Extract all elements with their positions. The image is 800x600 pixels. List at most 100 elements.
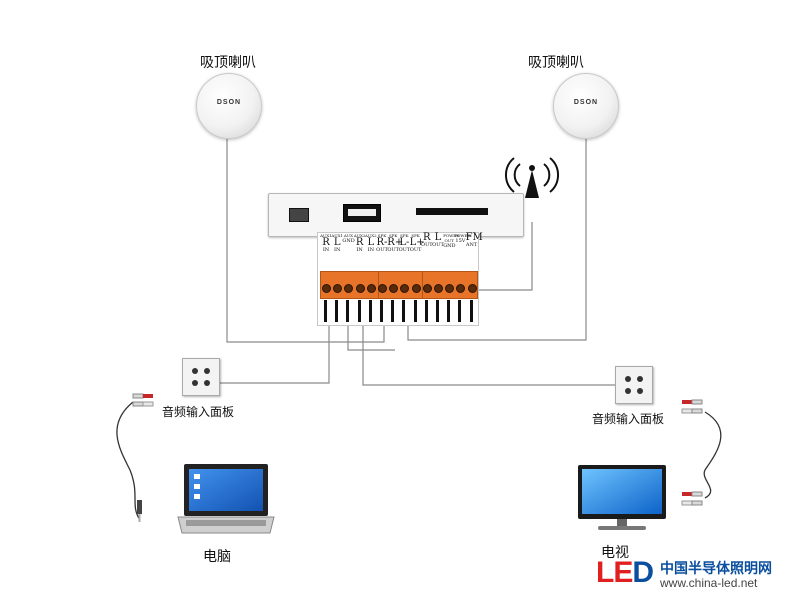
tv-label: 电视 bbox=[601, 545, 629, 561]
right-audio-cable bbox=[703, 411, 722, 499]
terminal-group: AUX2 bbox=[364, 233, 377, 238]
terminal-screw[interactable] bbox=[389, 284, 399, 293]
audio-jack-icon bbox=[137, 500, 142, 522]
terminal-pin bbox=[469, 300, 473, 322]
terminal-group: AUX2 bbox=[353, 233, 366, 238]
terminal-screw[interactable] bbox=[434, 284, 443, 293]
amplifier-module-faceplate bbox=[268, 193, 524, 237]
terminal-screw[interactable] bbox=[467, 284, 477, 293]
terminal-type: 15V bbox=[455, 238, 466, 244]
terminal-group: AUX1 bbox=[331, 233, 344, 238]
terminal-pin bbox=[413, 300, 417, 322]
terminal-screw[interactable] bbox=[422, 284, 432, 293]
terminal-group: AUX bbox=[343, 233, 353, 238]
terminal-type: OUT bbox=[387, 247, 400, 253]
speaker-brand: DSON bbox=[573, 99, 599, 106]
left-speaker-label: 吸顶喇叭 bbox=[200, 55, 256, 71]
tv-icon bbox=[578, 465, 666, 530]
terminal-pin bbox=[436, 300, 439, 322]
laptop-label: 电脑 bbox=[203, 549, 231, 565]
terminal-pin bbox=[424, 300, 428, 322]
terminal-type: IN bbox=[356, 247, 363, 253]
terminal-pin bbox=[324, 300, 327, 322]
terminal-type: GND bbox=[443, 243, 456, 249]
left-rca-plugs bbox=[132, 393, 154, 407]
terminal-pin bbox=[380, 300, 383, 322]
left-panel-wire bbox=[218, 300, 330, 384]
rj-port-icon bbox=[289, 208, 309, 222]
site-url: www.china-led.net bbox=[660, 576, 758, 590]
terminal-name: L+ bbox=[409, 237, 425, 248]
sd-card-slot-icon bbox=[416, 208, 488, 215]
terminal-screw[interactable] bbox=[445, 284, 455, 293]
terminal-pin bbox=[357, 300, 361, 322]
left-audio-input-panel bbox=[182, 358, 220, 396]
terminal-group: SPK bbox=[411, 233, 420, 238]
right-speaker-label: 吸顶喇叭 bbox=[528, 55, 584, 71]
terminal-screw[interactable] bbox=[355, 284, 365, 293]
usb-port-icon bbox=[343, 204, 381, 222]
terminal-group: AUX1 bbox=[320, 233, 332, 238]
terminal-screw[interactable] bbox=[333, 284, 343, 293]
right-ceiling-speaker: DSON bbox=[553, 73, 619, 139]
terminal-name: FM bbox=[465, 232, 483, 243]
terminal-screw[interactable] bbox=[411, 284, 421, 293]
terminal-name: L- bbox=[399, 237, 410, 248]
terminal-type: GND bbox=[342, 238, 355, 244]
terminal-type: OUT bbox=[376, 247, 388, 253]
terminal-name: R bbox=[423, 232, 431, 243]
terminal-group: POWER bbox=[454, 233, 471, 238]
logo-letter-d: D bbox=[632, 556, 654, 589]
terminal-screw[interactable] bbox=[456, 284, 466, 293]
terminal-screw[interactable] bbox=[378, 284, 387, 293]
terminal-screw[interactable] bbox=[366, 284, 376, 293]
terminal-pin bbox=[368, 300, 372, 322]
terminal-pin bbox=[346, 300, 350, 322]
terminal-group: SPK bbox=[400, 233, 409, 238]
left-panel-label: 音频输入面板 bbox=[162, 405, 235, 419]
terminal-type: IN bbox=[334, 247, 341, 253]
terminal-type: OUT bbox=[409, 247, 422, 253]
terminal-name: L bbox=[434, 232, 442, 243]
left-ceiling-speaker: DSON bbox=[196, 73, 262, 139]
antenna-icon bbox=[504, 157, 560, 198]
terminal-type: IN bbox=[367, 247, 374, 253]
right-audio-input-panel bbox=[615, 366, 653, 404]
terminal-group: POWER OUT bbox=[443, 233, 460, 243]
logo-letter-e: E bbox=[613, 556, 633, 589]
terminal-type: IN bbox=[322, 247, 330, 253]
terminal-name: R bbox=[355, 237, 364, 248]
right-panel-label: 音频输入面板 bbox=[592, 412, 665, 426]
terminal-screw[interactable] bbox=[322, 284, 331, 293]
terminal-pin bbox=[335, 300, 339, 322]
led-logo: LED bbox=[596, 556, 654, 590]
terminal-screw[interactable] bbox=[344, 284, 354, 293]
antenna-wire bbox=[477, 222, 533, 291]
laptop-icon bbox=[177, 464, 275, 534]
terminal-name: R- bbox=[376, 237, 388, 248]
terminal-name: R+ bbox=[387, 237, 404, 248]
terminal-type: OUT bbox=[398, 247, 411, 253]
terminal-pin bbox=[402, 300, 406, 322]
terminal-screw[interactable] bbox=[400, 284, 410, 293]
left-audio-cable bbox=[116, 401, 141, 521]
logo-letter-l: L bbox=[596, 556, 614, 589]
terminal-type: OUT bbox=[432, 242, 444, 248]
terminal-type: OUT bbox=[420, 242, 433, 248]
terminal-type: ANT bbox=[465, 242, 478, 248]
terminal-group: SPK bbox=[377, 233, 387, 238]
